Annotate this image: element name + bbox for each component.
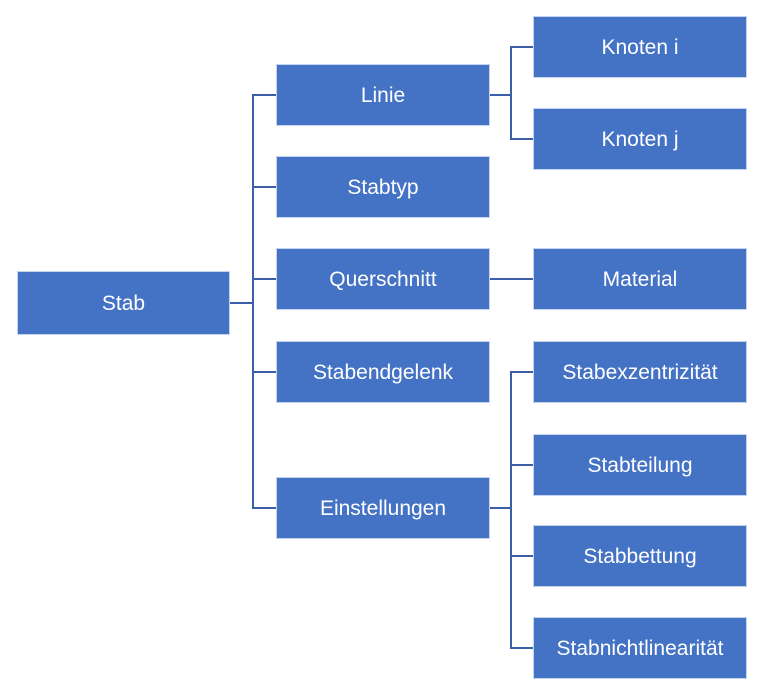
- connector-einstellungen-trunk: [510, 371, 512, 649]
- connector-stub-knoten-j: [510, 138, 533, 140]
- node-stabendgelenk: Stabendgelenk: [276, 341, 490, 403]
- connector-stub-querschnitt: [252, 278, 276, 280]
- node-stabexzentrizitaet: Stabexzentrizität: [533, 341, 747, 403]
- connector-einstellungen-horizontal: [490, 507, 511, 509]
- connector-stub-stabtyp: [252, 186, 276, 188]
- node-einstellungen: Einstellungen: [276, 477, 490, 539]
- connector-stub-stabteilung: [510, 464, 533, 466]
- node-linie: Linie: [276, 64, 490, 126]
- connector-stub-stabbettung: [510, 555, 533, 557]
- connector-stub-stabnichtlinearitaet: [510, 647, 533, 649]
- node-stabtyp: Stabtyp: [276, 156, 490, 218]
- connector-stub-stabendgelenk: [252, 371, 276, 373]
- connector-root-horizontal: [230, 302, 253, 304]
- node-knoten-i: Knoten i: [533, 16, 747, 78]
- node-stabbettung: Stabbettung: [533, 525, 747, 587]
- node-material: Material: [533, 248, 747, 310]
- node-stabnichtlinearitaet: Stabnichtlinearität: [533, 617, 747, 679]
- connector-stub-einstellungen: [252, 507, 276, 509]
- node-stab: Stab: [17, 271, 230, 335]
- connector-stub-stabexzentrizitaet: [510, 371, 533, 373]
- connector-stub-linie: [252, 94, 276, 96]
- connector-linie-trunk: [510, 46, 512, 140]
- node-querschnitt: Querschnitt: [276, 248, 490, 310]
- connector-stub-knoten-i: [510, 46, 533, 48]
- connector-querschnitt-material: [490, 278, 533, 280]
- connector-root-trunk: [252, 94, 254, 509]
- connector-linie-horizontal: [490, 94, 511, 96]
- node-stabteilung: Stabteilung: [533, 434, 747, 496]
- node-knoten-j: Knoten j: [533, 108, 747, 170]
